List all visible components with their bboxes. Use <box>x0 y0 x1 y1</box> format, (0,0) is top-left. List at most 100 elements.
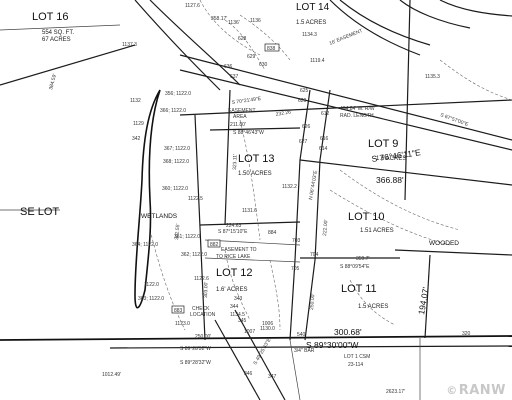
road-east-edge <box>304 89 331 341</box>
road-curve-right <box>149 0 241 86</box>
elevation-label: 1129 <box>133 121 144 127</box>
contour-line <box>199 0 261 56</box>
point-number: 838 <box>267 46 276 52</box>
elevation-label: 356; 1122.0 <box>165 91 191 97</box>
lot12-area: 1.6' ACRES <box>216 287 248 293</box>
lower-vertical <box>289 339 301 400</box>
dist-300-68: 300.68' <box>334 327 362 337</box>
elevation-label: 1123.0 <box>175 321 190 327</box>
contour-line <box>224 249 251 321</box>
elevation-label: 364; 1122.0 <box>132 242 158 248</box>
dist-250-00: 250.00' <box>195 334 211 340</box>
point-number: 346 <box>244 371 253 377</box>
dist-250-00b: 250.00' <box>309 293 316 310</box>
bearing-s8928-a: S 89°28'32"W <box>180 346 211 352</box>
lot13-inner-line <box>224 89 231 226</box>
point-number: 1006 <box>262 321 273 327</box>
bearing-s8715: S 87°15'10"E <box>218 229 248 235</box>
south-boundary-line <box>0 335 512 341</box>
top-curve-4 <box>439 0 512 17</box>
elevation-labels: 1127.6 1136 1132 1129 1134.3 1137.3 1119… <box>122 3 440 332</box>
lot13-top <box>209 127 301 131</box>
copyright-symbol: © <box>446 384 458 397</box>
top-curve-1 <box>329 0 421 56</box>
dist-323-11: 323.11' <box>232 154 239 170</box>
wooded-line <box>394 249 512 256</box>
wetlands-label: WETLANDS <box>141 213 178 220</box>
lot10-label: LOT 10 <box>348 211 385 223</box>
point-number: 636 <box>224 64 233 70</box>
se-lot-label: SE LOT <box>20 206 59 218</box>
elevation-label: 363; 1122.0 <box>138 296 164 302</box>
east-line-lower <box>424 254 431 339</box>
dist-194-07: 194.07' <box>416 286 431 315</box>
point-number: 320 <box>462 331 471 337</box>
elevation-label: 361; 1122.0 <box>174 234 200 240</box>
elevation-label: 1130.0 <box>260 326 275 332</box>
bearing-s4925: S 49°25'33"E <box>253 337 273 366</box>
elevation-label: 1132.2 <box>282 184 297 190</box>
elevation-label: 1134.5 <box>230 312 245 318</box>
dist-358-17: 358.17' <box>211 16 227 22</box>
point-number: 342 <box>132 136 141 142</box>
easement-line-2 <box>179 69 512 151</box>
dist-1136: 1136' <box>228 20 240 26</box>
point-number: 704 <box>310 252 319 258</box>
lot13-area: 1.50 ACRES <box>238 171 272 177</box>
bearing-s8928-b: S 89°28'32"W <box>180 360 211 366</box>
bearing-s7021: S 70°21'49"E <box>231 96 262 106</box>
elevation-label: 1132 <box>130 98 141 104</box>
road-curve-left <box>134 0 221 91</box>
lot12-label: LOT 12 <box>216 267 253 279</box>
contour-line <box>224 19 266 71</box>
elevation-label: 1136 <box>250 18 261 24</box>
dist-302-55: 302.55' <box>174 223 181 240</box>
bearing-s8930: S 89°30'00"W <box>306 340 358 350</box>
point-number: 1007 <box>244 329 255 335</box>
elevation-label: 368; 1122.0 <box>163 159 189 165</box>
point-number: 347 <box>268 374 277 380</box>
point-number: 627 <box>299 139 308 145</box>
row-label-1: 494.84' W. R/W <box>340 106 375 112</box>
east-line-upper <box>404 0 411 201</box>
point-number: 625 <box>300 88 309 94</box>
lot9-label: LOT 9 <box>368 138 398 150</box>
brand-name: RANW <box>458 383 506 398</box>
dist-303-00: 303.00' <box>203 282 210 298</box>
lot16-label: LOT 16 <box>32 11 69 23</box>
dist-359-7: 359.7' <box>356 256 370 262</box>
dist-366-88: 366.88' <box>376 175 404 185</box>
rice-easement-1 <box>204 239 301 246</box>
point-number: 343 <box>234 296 243 302</box>
location-label: LOCATION <box>190 312 216 318</box>
csm-line <box>109 345 512 349</box>
point-number: 637 <box>230 74 239 80</box>
contour-line <box>239 14 291 61</box>
check-label: CHECK <box>192 306 210 312</box>
lot-west-line <box>194 114 206 341</box>
contours <box>149 0 512 331</box>
lower-diag-2 <box>234 309 286 400</box>
contour-line <box>149 229 186 331</box>
point-number: 705 <box>291 266 300 272</box>
point-number: 883 <box>174 308 183 314</box>
point-box-883 <box>171 305 185 314</box>
easement-area-label-2: AREA <box>233 114 247 120</box>
csm-label-2: 23-114 <box>348 362 363 368</box>
top-curve-3 <box>399 0 471 29</box>
elevation-label: 1122.5 <box>188 196 203 202</box>
dist-211-80: 211.80' <box>230 122 246 128</box>
dist-1012-49: 1012.49' <box>102 372 121 378</box>
elevation-label: 360; 1122.0 <box>162 186 188 192</box>
lot16-sqft: 554 SQ. FT. <box>42 30 74 36</box>
contour-line <box>439 59 512 101</box>
point-number: 884 <box>268 230 277 236</box>
point-number: 620 <box>298 98 307 104</box>
lot13-lot12-line <box>199 221 301 226</box>
lot13-label: LOT 13 <box>238 153 275 165</box>
elevation-label: 1122.0 <box>144 282 159 288</box>
point-number: 345 <box>238 318 247 324</box>
point-number: 626 <box>302 124 311 130</box>
point-number: 630 <box>259 62 268 68</box>
point-number: 629 <box>247 54 256 60</box>
